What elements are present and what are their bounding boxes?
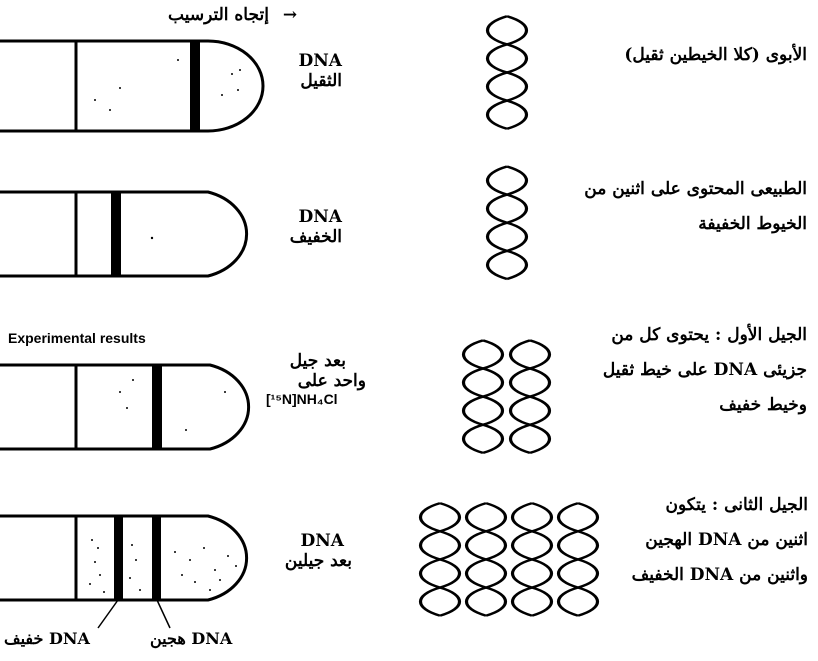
description-gen1-line1: الجيل الأول : يحتوى كل من xyxy=(611,325,807,345)
experimental-results-label: Experimental results xyxy=(8,330,146,346)
light-band-leader xyxy=(97,599,119,629)
tube-1 xyxy=(0,39,265,133)
sedimentation-direction: إتجاه الترسيب → xyxy=(168,5,298,26)
gen2-helix-1 xyxy=(418,501,462,618)
description-natural-line2: الخيوط الخفيفة xyxy=(698,214,807,234)
tube-2-band-light xyxy=(111,192,121,276)
tube-4-speckles xyxy=(89,539,237,593)
tube-1-label-line2: الثقيل xyxy=(300,70,342,91)
tube-1-label: DNA الثقيل xyxy=(262,51,342,91)
description-parent: الأبوى (كلا الخيطين ثقيل) xyxy=(545,38,807,73)
light-helix xyxy=(485,164,529,281)
tube-4-band-hybrid xyxy=(152,516,161,600)
tube-4-band-light xyxy=(114,516,123,600)
tube-4 xyxy=(0,514,249,602)
description-gen2-line1: الجيل الثانى : يتكون xyxy=(665,495,808,515)
description-gen2-line3: واثنين من DNA الخفيف xyxy=(631,565,808,585)
arrow-right-icon: → xyxy=(282,5,298,25)
description-gen1-line2: جزيئى DNA على خيط ثقيل xyxy=(602,360,807,380)
tube-3-label: بعد جيل واحد على [¹⁵N]NH₄Cl xyxy=(262,351,392,408)
description-natural: الطبيعى المحتوى على اثنين من الخيوط الخف… xyxy=(545,172,807,242)
direction-label: إتجاه الترسيب xyxy=(168,5,269,25)
description-natural-line1: الطبيعى المحتوى على اثنين من xyxy=(584,179,807,199)
tube-1-speckles xyxy=(94,59,241,111)
tube-2-label-line1: DNA xyxy=(298,207,342,227)
tube-2 xyxy=(0,190,249,278)
tube-3-label-line2: واحد على xyxy=(297,370,366,391)
tube-2-label-line2: الخفيف xyxy=(289,226,342,247)
gen2-helix-2 xyxy=(464,501,508,618)
description-gen2-line2: اثنين من DNA الهجين xyxy=(645,530,808,550)
description-gen1: الجيل الأول : يحتوى كل من جزيئى DNA على … xyxy=(545,318,807,423)
description-parent-line1: الأبوى (كلا الخيطين ثقيل) xyxy=(624,45,807,65)
tube-3-band-hybrid xyxy=(152,365,162,449)
tube-3-label-line1: بعد جيل xyxy=(289,351,346,371)
gen1-helix-1 xyxy=(461,338,505,455)
tube-4-label: DNA بعد جيلين xyxy=(262,531,352,571)
gen2-helix-3 xyxy=(510,501,554,618)
tube-4-label-line1: DNA xyxy=(300,531,344,551)
tube-1-band-heavy xyxy=(190,41,200,131)
tube-3 xyxy=(0,363,251,451)
gen1-helix-2 xyxy=(508,338,552,455)
tube-4-label-line2: بعد جيلين xyxy=(284,550,352,571)
light-dna-label: DNA خفيف xyxy=(4,629,90,648)
parent-helix xyxy=(485,14,529,131)
description-gen2: الجيل الثانى : يتكون اثنين من DNA الهجين… xyxy=(590,488,808,593)
tube-2-label: DNA الخفيف xyxy=(262,207,342,247)
description-gen1-line3: وخيط خفيف xyxy=(719,395,807,415)
hybrid-dna-label: DNA هجين xyxy=(150,629,233,648)
tube-1-label-line1: DNA xyxy=(298,51,342,71)
hybrid-band-leader xyxy=(156,599,171,629)
tube-3-label-formula: [¹⁵N]NH₄Cl xyxy=(266,391,338,408)
